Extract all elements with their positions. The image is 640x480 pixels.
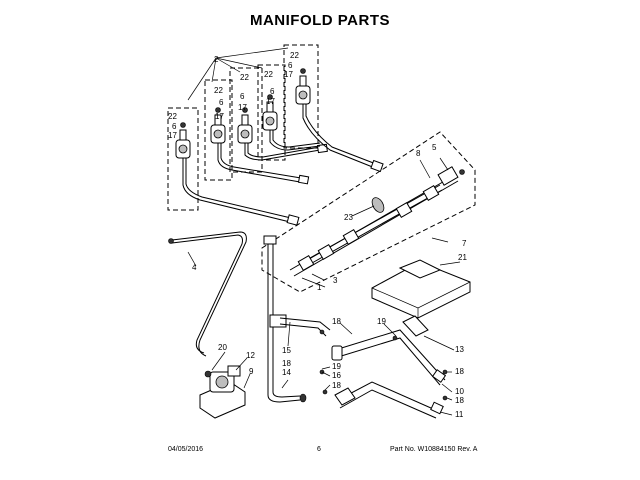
callout-18: 18 [455, 367, 464, 376]
callout-3: 3 [333, 276, 338, 285]
callout-4: 4 [192, 263, 197, 272]
callout-21: 21 [458, 253, 467, 262]
callout-17: 17 [168, 131, 177, 140]
callout-6: 6 [219, 98, 224, 107]
callout-13: 13 [455, 345, 464, 354]
callout-22: 22 [240, 73, 249, 82]
vertical-supply-pipe [263, 235, 331, 403]
pressure-regulator [199, 351, 251, 419]
footer-part-number: Part No. W10884150 Rev. A [390, 446, 478, 453]
callout-14: 14 [282, 368, 291, 377]
page-title: MANIFOLD PARTS [249, 12, 391, 29]
callout-11: 11 [455, 410, 464, 419]
mounting-bracket [371, 237, 471, 319]
callout-17: 17 [266, 97, 275, 106]
footer-page-number: 6 [317, 446, 321, 453]
callout-19: 19 [332, 362, 341, 371]
callout-22: 22 [214, 86, 223, 95]
callout-9: 9 [249, 367, 254, 376]
callout-7: 7 [462, 239, 467, 248]
callout-2: 2 [214, 55, 219, 64]
callout-20: 20 [218, 343, 227, 352]
callout-5: 5 [432, 143, 437, 152]
callout-17: 17 [284, 70, 293, 79]
callout-labels: 2 22 6 17 22 6 17 22 6 17 22 6 17 22 6 1… [168, 51, 467, 419]
valve-5 [295, 75, 311, 105]
burner-tube-group [167, 44, 384, 226]
callout-10: 10 [455, 387, 464, 396]
callout-18: 18 [282, 359, 291, 368]
callout-23: 23 [344, 213, 353, 222]
callout-22: 22 [168, 112, 177, 121]
pilot-tube [168, 231, 247, 357]
callout-18: 18 [332, 381, 341, 390]
valve-3 [237, 114, 253, 144]
callout-6: 6 [172, 122, 177, 131]
callout-16: 16 [332, 371, 341, 380]
lower-burner-tubes [319, 315, 455, 419]
valve-4 [262, 101, 278, 131]
footer-date: 04/05/2016 [168, 446, 204, 453]
callout-6: 6 [288, 61, 293, 70]
valve-1 [175, 129, 191, 159]
callout-19: 19 [377, 317, 386, 326]
callout-12: 12 [246, 351, 255, 360]
callout-17: 17 [215, 112, 224, 121]
callout-18: 18 [455, 396, 464, 405]
callout-22: 22 [264, 70, 273, 79]
callout-17: 17 [238, 103, 247, 112]
callout-8: 8 [416, 149, 421, 158]
callout-22: 22 [290, 51, 299, 60]
manifold-assembly [261, 131, 476, 293]
callout-15: 15 [282, 346, 291, 355]
callout-6: 6 [270, 87, 275, 96]
callout-1: 1 [317, 283, 322, 292]
callout-18: 18 [332, 317, 341, 326]
valve-2 [210, 114, 226, 144]
callout-6: 6 [240, 92, 245, 101]
